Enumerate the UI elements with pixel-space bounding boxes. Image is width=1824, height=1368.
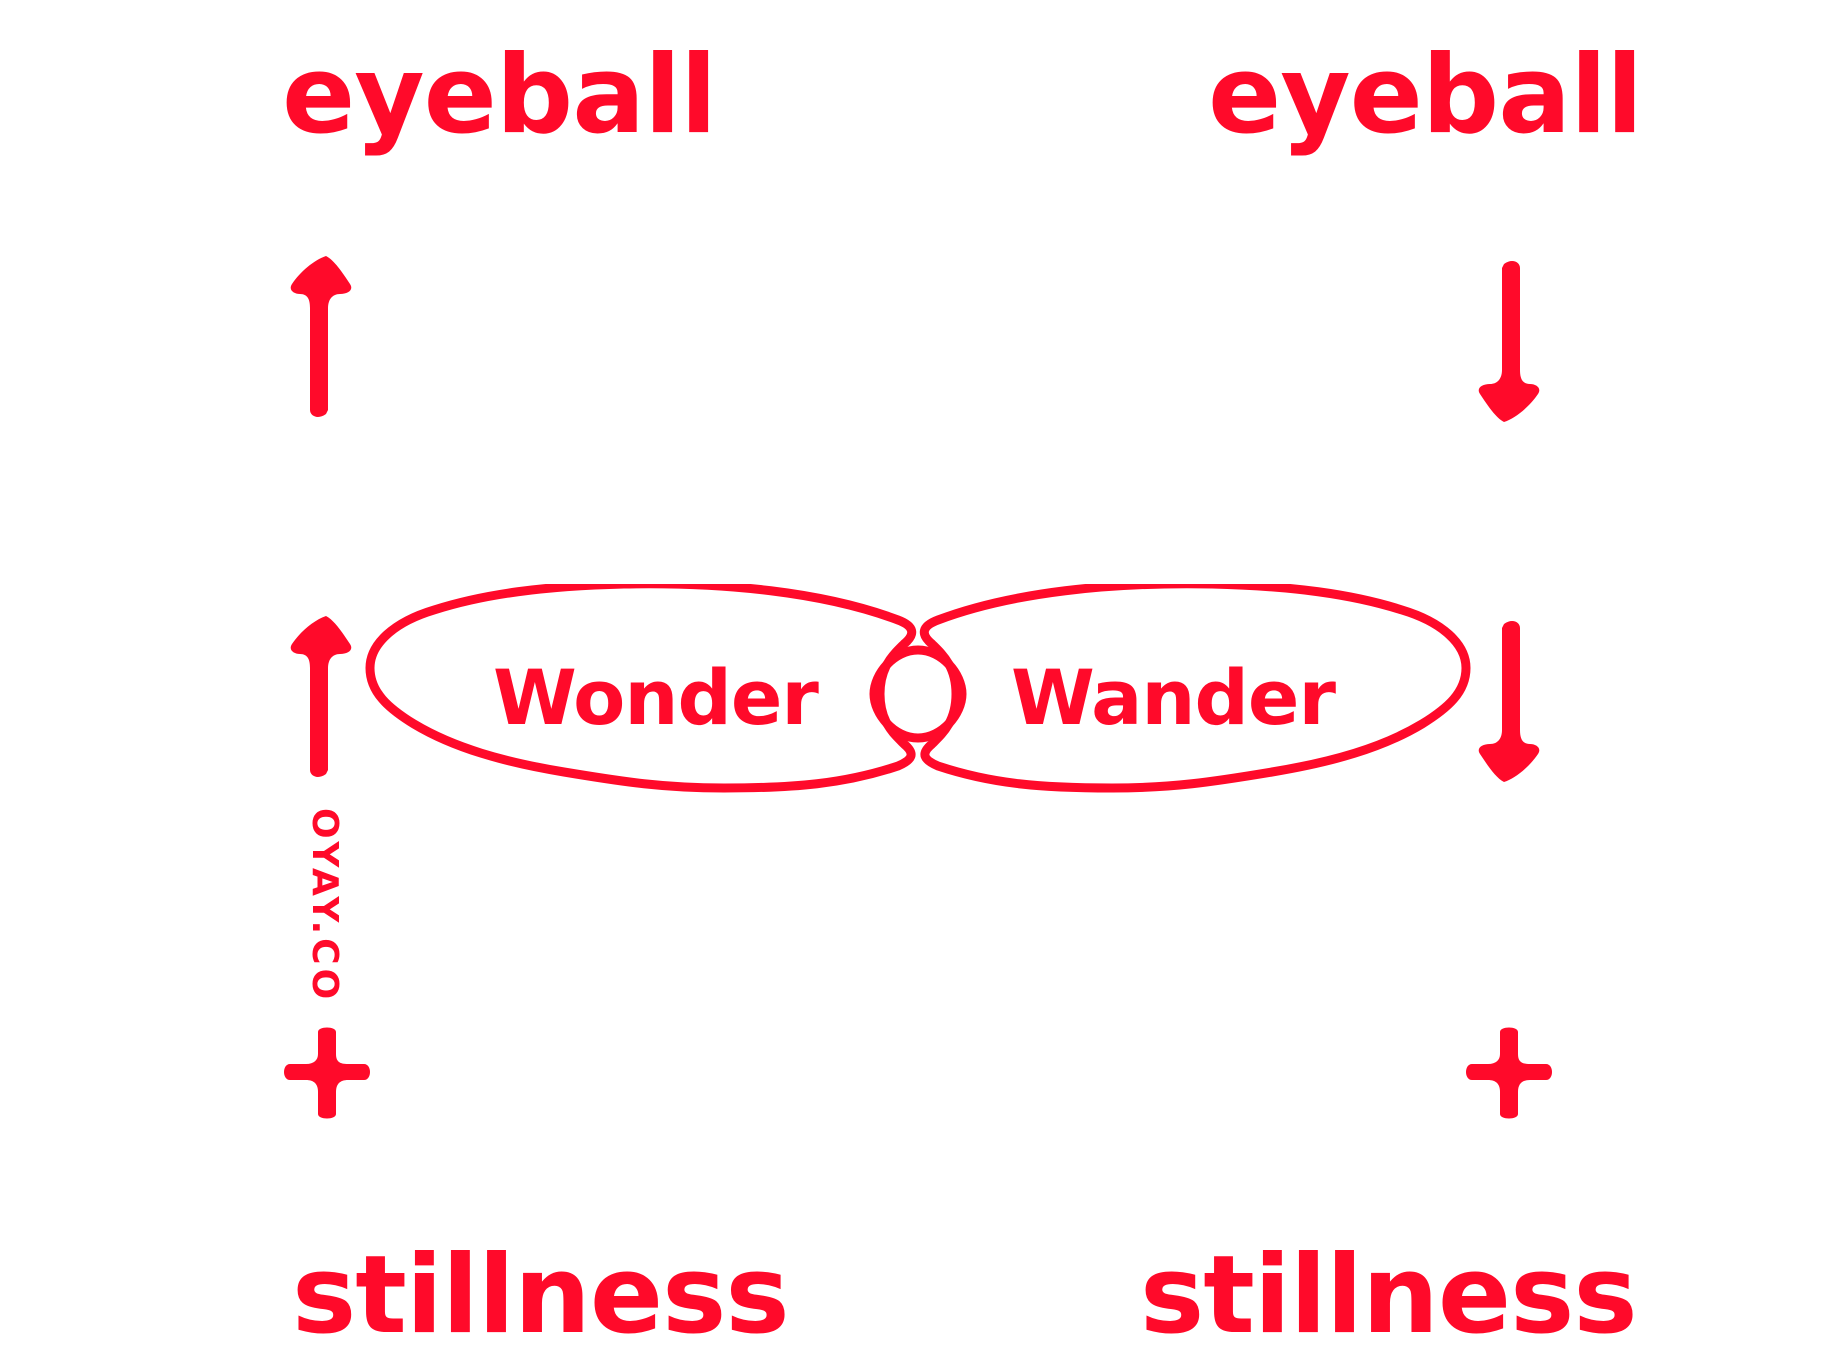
down-arrow-icon [1478,261,1540,422]
up-arrow-icon [290,616,352,777]
down-arrow-icon [1478,621,1540,782]
plus-icon [1466,1027,1552,1119]
stillness-bottom-left: stillness [292,1233,790,1358]
up-arrow-icon [290,256,352,417]
infinity-loop-icon [365,584,1471,793]
eyeball-top-right: eyeball [1208,33,1643,158]
eyeball-top-left: eyeball [282,33,717,158]
wonder-label: Wonder [493,653,819,742]
stillness-bottom-right: stillness [1140,1233,1638,1358]
wander-label: Wander [1011,653,1336,742]
brand-site-label: OYAY.CO [304,808,345,1004]
plus-icon [284,1027,370,1119]
